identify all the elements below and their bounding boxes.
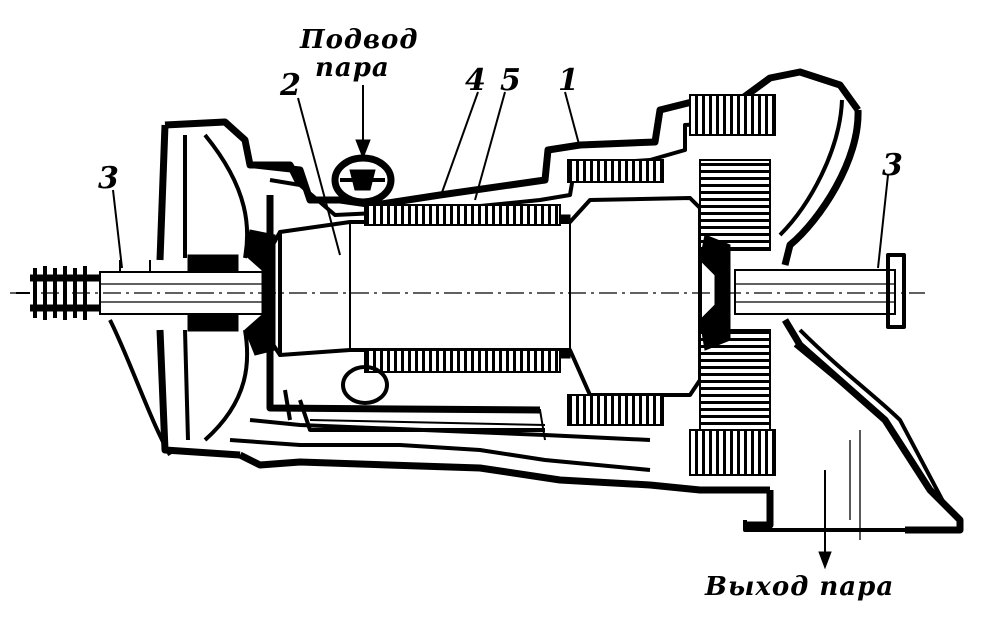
steam-inlet-label-line2: пара (315, 53, 390, 83)
callout-4-blades: 4 (465, 63, 486, 98)
steam-inlet-label-line1: Подвод (299, 25, 418, 55)
callout-3-right-seal: 3 (882, 148, 903, 183)
label-steam-inlet: Подвод пара (299, 25, 418, 83)
leader-lines (112, 91, 889, 269)
blade-rows (364, 94, 776, 476)
steam-outlet-label: Выход пара (704, 572, 894, 602)
steam-outlet-arrow (818, 470, 832, 570)
shaft (10, 269, 925, 315)
callout-5-blades: 5 (500, 63, 521, 98)
callout-1-casing: 1 (558, 63, 579, 98)
left-threaded-shaft-end (16, 266, 100, 320)
right-shaft-flange (886, 253, 906, 329)
bypass-pipes (298, 399, 546, 441)
rotor-end-seals (244, 229, 731, 356)
callout-3-left-seal: 3 (98, 161, 119, 196)
callout-2-rotor: 2 (279, 68, 301, 103)
steam-inlet-arrow (355, 85, 371, 160)
turbine-casing (229, 68, 964, 540)
